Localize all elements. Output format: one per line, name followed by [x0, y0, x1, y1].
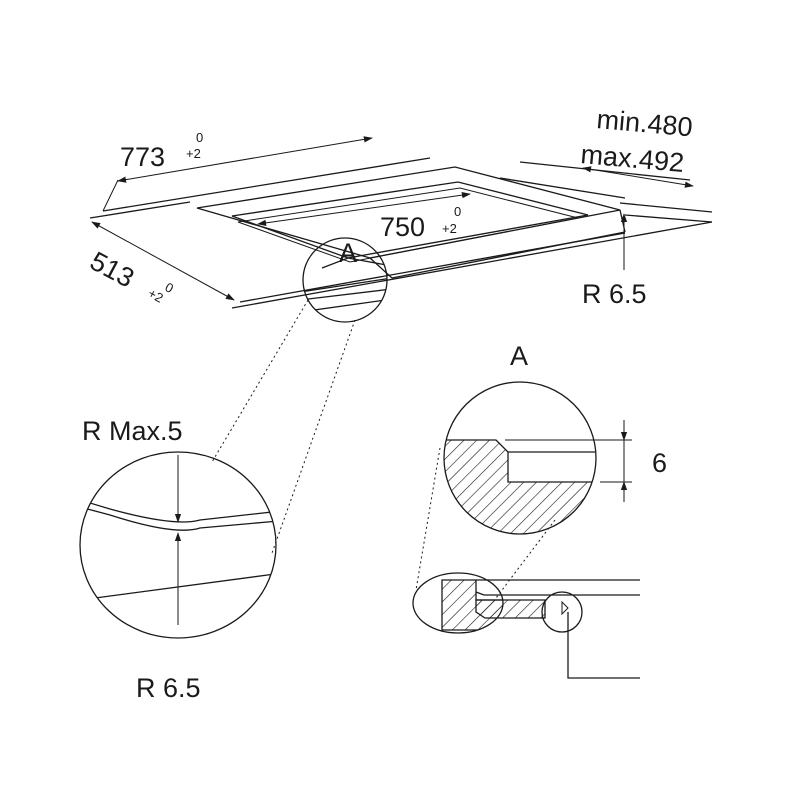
dim-773-tol-lower: +2 — [186, 146, 201, 161]
dim-750-tol-upper: 0 — [454, 204, 461, 219]
left-detail: R Max.5 R 6.5 — [79, 416, 277, 703]
section-a-title: A — [510, 341, 528, 371]
dim-min-value: min.480 — [595, 104, 693, 142]
callout-a-label: A — [339, 238, 357, 268]
dim-750-value: 750 — [380, 212, 425, 242]
section-profile — [412, 572, 640, 679]
dim-513-value: 513 — [85, 246, 139, 294]
dim-773-value: 773 — [120, 142, 165, 172]
detail-callout-a: A — [302, 237, 388, 323]
dim-773: 773 0 +2 — [102, 130, 373, 212]
dim-worktop-depth: min.480 max.492 — [579, 104, 694, 188]
dim-max-value: max.492 — [579, 139, 685, 178]
dim-513: 513 0 +2 — [85, 221, 235, 306]
section-a-depth: 6 — [652, 448, 667, 478]
dim-513-tol-lower: +2 — [146, 285, 166, 305]
section-a-detail: A 6 — [443, 341, 667, 535]
dim-corner-radius: R 6.5 — [582, 213, 647, 309]
dim-750-tol-lower: +2 — [442, 221, 457, 236]
dim-773-tol-upper: 0 — [196, 130, 203, 145]
corner-radius-label: R 6.5 — [582, 279, 647, 309]
left-bottom-label: R 6.5 — [136, 673, 201, 703]
left-top-label: R Max.5 — [82, 416, 183, 446]
dim-750: 750 0 +2 — [257, 192, 471, 242]
